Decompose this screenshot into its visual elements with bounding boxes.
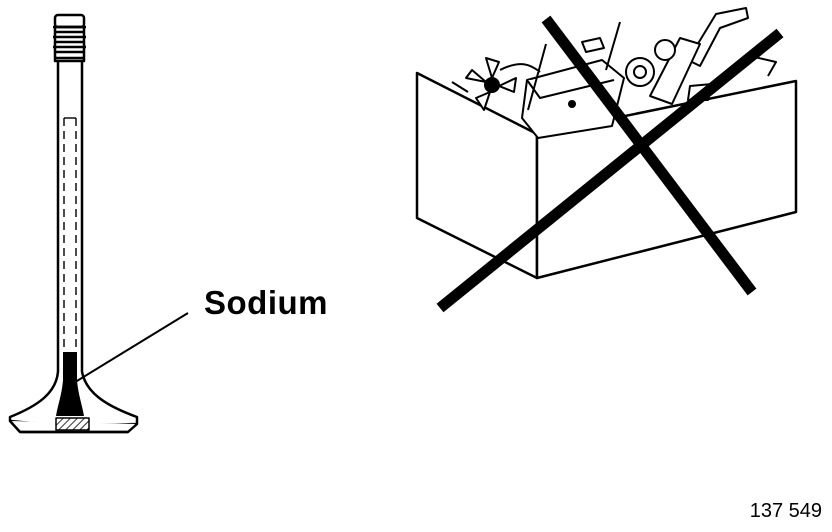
sodium-leader-line xyxy=(71,312,189,385)
sodium-filled-exhaust-valve-icon xyxy=(8,13,139,434)
sodium-label: Sodium xyxy=(204,284,328,321)
cross-out-icon xyxy=(436,15,784,313)
figure-number: 137 549 xyxy=(749,500,822,522)
scrap-bin-icon xyxy=(415,7,798,280)
fan-icon xyxy=(465,57,517,111)
